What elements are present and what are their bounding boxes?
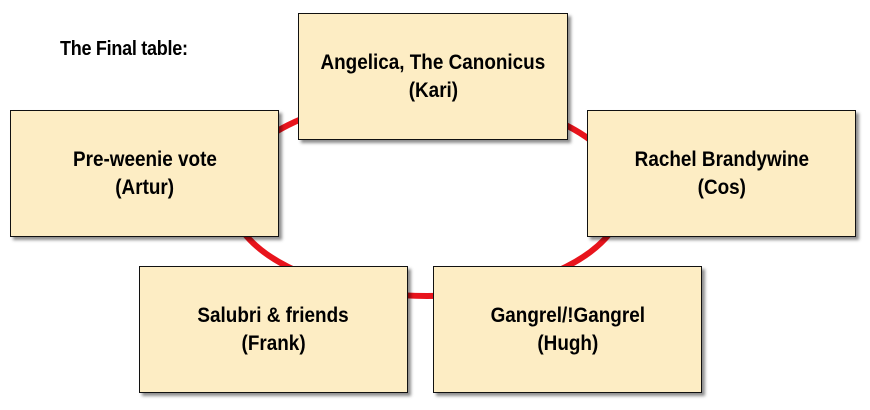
seat-left-player: (Artur)	[115, 175, 174, 199]
seat-box-top: Angelica, The Canonicus (Kari)	[298, 13, 568, 140]
seat-right-name: Rachel Brandywine	[634, 147, 809, 171]
diagram-heading: The Final table:	[60, 38, 188, 60]
seat-box-left: Pre-weenie vote (Artur)	[10, 110, 279, 237]
seat-top-name: Angelica, The Canonicus	[320, 50, 546, 74]
seat-right-player: (Cos)	[697, 175, 746, 199]
seat-left-name: Pre-weenie vote	[72, 147, 217, 171]
seat-top-player: (Kari)	[408, 78, 458, 102]
seat-box-bottom-right: Gangrel/!Gangrel (Hugh)	[433, 266, 702, 393]
seat-bottom-right-name: Gangrel/!Gangrel	[490, 303, 645, 327]
seat-bottom-right-player: (Hugh)	[537, 331, 598, 355]
seat-box-right: Rachel Brandywine (Cos)	[587, 110, 856, 237]
seat-box-bottom-left: Salubri & friends (Frank)	[139, 266, 408, 393]
seat-bottom-left-name: Salubri & friends	[197, 303, 350, 327]
seat-bottom-left-player: (Frank)	[241, 331, 306, 355]
